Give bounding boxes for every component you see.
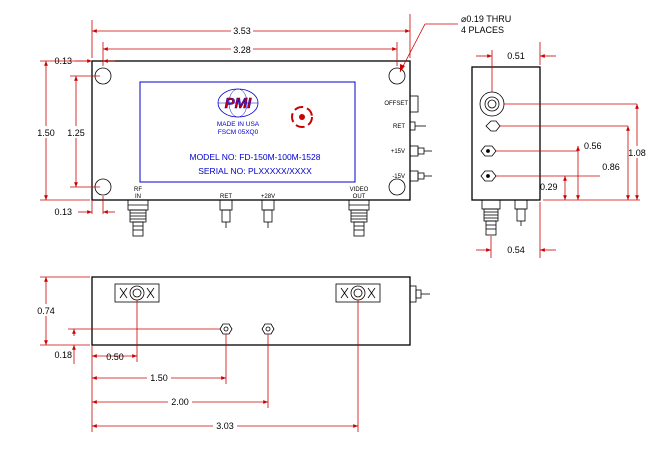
m15v-terminal xyxy=(480,170,497,182)
bottom-view: 0.74 0.18 0.50 1.50 2.00 3.03 xyxy=(34,276,430,432)
ce-symbol-icon xyxy=(291,106,313,128)
hole-callout-line1: ⌀0.19 THRU xyxy=(461,14,511,24)
offset-connector xyxy=(479,91,505,117)
m15v-label: -15V xyxy=(392,174,405,180)
side-view: OFFSET RET +15V -15V 0.51 xyxy=(384,42,649,258)
dim-200: 2.00 xyxy=(171,397,189,407)
hole-callout-line2: 4 PLACES xyxy=(461,25,504,35)
mounting-hole-tr xyxy=(388,67,406,85)
p15v-side-pin xyxy=(409,145,432,157)
dim-074: 0.74 xyxy=(37,306,55,316)
bottom-video-connector xyxy=(335,283,381,303)
dim-056: 0.56 xyxy=(584,141,602,151)
p15v-terminal xyxy=(480,145,497,157)
offset-side-connector xyxy=(409,95,419,113)
video-out-connector xyxy=(348,199,370,237)
rf-in-label-2: IN xyxy=(135,194,141,200)
rf-in-connector xyxy=(127,199,149,237)
fscm-code: FSCM 05XQ0 xyxy=(218,129,259,136)
dim-108: 1.08 xyxy=(628,148,646,158)
made-in-usa: MADE IN USA xyxy=(217,121,260,128)
dim-hole-spacing-y: 1.25 xyxy=(67,128,85,138)
video-out-label-2: OUT xyxy=(353,194,366,200)
rf-in-label-1: RF xyxy=(134,187,142,193)
dim-086: 0.86 xyxy=(602,162,620,172)
ret-port-label: RET xyxy=(220,194,232,200)
ret-side-pin xyxy=(409,121,426,131)
dim-bottom-width: 0.54 xyxy=(507,245,525,255)
bottom-ret-pin xyxy=(219,323,233,335)
logo-text: PMI xyxy=(225,95,253,112)
plus28v-port-label: +28V xyxy=(261,194,275,200)
mounting-hole-br xyxy=(388,178,406,196)
product-label xyxy=(139,81,356,183)
ret-pin xyxy=(219,199,233,228)
dim-029: 0.29 xyxy=(540,182,558,192)
serial-number: SERIAL NO: PLXXXXX/XXXX xyxy=(198,166,312,176)
side-pin-connector xyxy=(514,199,528,226)
top-view-body xyxy=(91,60,411,201)
ret-terminal xyxy=(485,120,501,132)
dim-050: 0.50 xyxy=(106,352,124,362)
dim-018: 0.18 xyxy=(54,350,72,360)
top-view: PMI MADE IN USA FSCM 05XQ0 MODEL NO: FD-… xyxy=(34,14,511,237)
m15v-side-pin xyxy=(409,170,432,182)
dim-303: 3.03 xyxy=(216,421,234,431)
model-number: MODEL NO: FD-150M-100M-1528 xyxy=(189,152,320,162)
bottom-rf-connector xyxy=(114,283,160,303)
side-sma-connector xyxy=(481,199,501,236)
bottom-side-pin xyxy=(409,285,430,303)
side-view-body xyxy=(471,66,541,201)
dim-top-width: 0.51 xyxy=(507,51,525,61)
p15v-label: +15V xyxy=(391,149,405,155)
pmi-logo: PMI xyxy=(217,88,259,118)
dim-overall-height: 1.50 xyxy=(37,128,55,138)
dim-overall-width: 3.53 xyxy=(233,26,251,36)
dim-offset-bottom: 0.13 xyxy=(54,207,72,217)
ret-side-label: RET xyxy=(393,124,405,130)
bottom-28v-pin xyxy=(261,323,275,335)
offset-label: OFFSET xyxy=(384,101,408,107)
video-out-label-1: VIDEO xyxy=(350,187,369,193)
dim-hole-spacing-x: 3.28 xyxy=(233,45,251,55)
dim-150: 1.50 xyxy=(150,373,168,383)
bottom-view-body xyxy=(91,276,411,346)
plus28v-pin xyxy=(261,199,275,228)
